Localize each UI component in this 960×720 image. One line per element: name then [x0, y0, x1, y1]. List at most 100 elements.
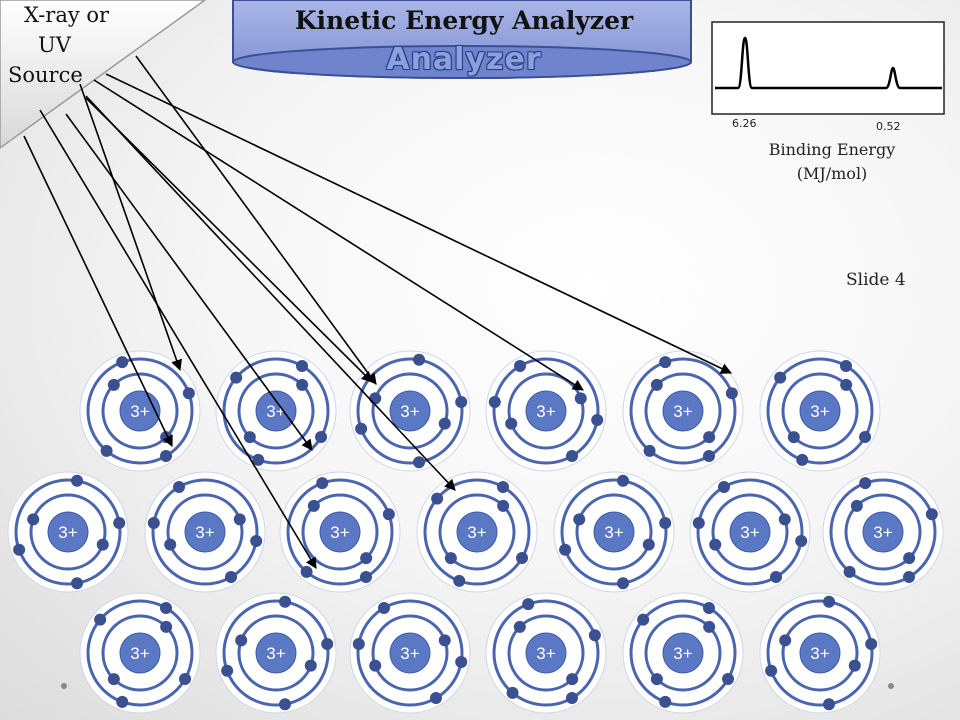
electron-outer	[843, 565, 856, 578]
arrow-0	[23, 135, 173, 448]
analyzer-subtitle: Analyzer	[386, 42, 542, 77]
electron-outer	[250, 535, 263, 548]
nucleus-charge-label: 3+	[536, 644, 555, 663]
electron-inner	[304, 659, 317, 672]
inner-orbit	[371, 614, 449, 692]
outer-orbit	[222, 599, 330, 707]
electron-outer	[488, 395, 501, 408]
electron-outer	[230, 371, 243, 384]
outer-orbit	[86, 599, 194, 707]
nucleus	[662, 632, 704, 674]
electron-outer	[903, 571, 915, 584]
electron-inner	[107, 673, 120, 686]
nucleus	[799, 390, 841, 432]
nucleus-charge-label: 3+	[130, 644, 149, 663]
inner-orbit	[237, 372, 315, 450]
electron-outer	[113, 516, 126, 529]
arrow-8	[135, 55, 377, 385]
inner-orbit	[711, 493, 789, 571]
photoelectron-arrows	[23, 55, 733, 569]
electron-inner	[703, 620, 716, 633]
inner-orbit	[29, 493, 107, 571]
electron-outer	[413, 353, 426, 366]
electron-inner	[233, 513, 246, 526]
electron-outer	[382, 508, 395, 521]
electron-inner	[27, 513, 40, 526]
electron-inner	[848, 659, 861, 672]
spectrum-plot	[711, 21, 945, 115]
electron-outer	[588, 629, 601, 642]
inner-orbit	[644, 614, 722, 692]
electron-inner	[307, 499, 320, 512]
atom-1-4: 3+	[553, 471, 675, 593]
electron-inner	[566, 673, 579, 686]
atom-1-5: 3+	[689, 471, 811, 593]
electron-outer	[360, 571, 372, 584]
electron-outer	[225, 571, 237, 584]
atom-0-1: 3+	[215, 350, 337, 472]
electron-outer	[925, 508, 938, 521]
nucleus-charge-label: 3+	[740, 523, 759, 542]
inner-orbit	[237, 614, 315, 692]
nucleus	[729, 511, 771, 553]
electron-outer	[173, 480, 185, 493]
electron-inner	[850, 499, 863, 512]
electron-inner	[574, 392, 587, 405]
electron-outer	[617, 474, 630, 487]
source-label: X-ray or UV Source	[4, 0, 124, 90]
electron-inner	[650, 673, 663, 686]
electron-inner	[642, 538, 655, 551]
electron-outer	[692, 516, 705, 529]
electron-outer	[296, 359, 308, 372]
outer-orbit	[222, 357, 330, 465]
outer-orbit	[151, 478, 259, 586]
outer-orbit	[356, 357, 464, 465]
electron-inner	[107, 378, 120, 391]
inner-orbit	[438, 493, 516, 571]
electron-outer	[71, 577, 84, 590]
binding-energy-axis-label: Binding Energy (MJ/mol)	[752, 138, 912, 186]
nucleus	[119, 632, 161, 674]
electron-outer	[617, 577, 630, 590]
electron-inner	[497, 499, 510, 512]
nucleus-charge-label: 3+	[467, 523, 486, 542]
nucleus-charge-label: 3+	[536, 402, 555, 421]
electron-inner	[160, 620, 173, 633]
electron-inner	[573, 513, 586, 526]
atom-grid: 3+3+3+3+3+3+3+3+3+3+3+3+3+3+3+3+3+3+3+	[7, 350, 944, 714]
electron-outer	[796, 453, 809, 466]
electron-outer	[770, 571, 782, 584]
electron-inner	[505, 417, 518, 430]
atom-2-2: 3+	[349, 592, 471, 714]
atom-2-1: 3+	[215, 592, 337, 714]
arrow-2	[65, 113, 313, 451]
electron-inner	[778, 513, 791, 526]
electron-outer	[221, 664, 234, 677]
arrow-4	[85, 97, 373, 383]
atom-0-4: 3+	[622, 350, 744, 472]
atom-2-3: 3+	[485, 592, 607, 714]
atom-0-3: 3+	[485, 350, 607, 472]
electron-outer	[116, 695, 129, 708]
nucleus	[525, 632, 567, 674]
nucleus	[525, 390, 567, 432]
nucleus	[255, 390, 297, 432]
electron-outer	[455, 656, 468, 669]
analyzer-title: Kinetic Energy Analyzer	[294, 6, 634, 35]
inner-orbit	[507, 372, 585, 450]
electron-outer	[116, 356, 129, 369]
electron-outer	[453, 574, 466, 587]
electron-outer	[100, 444, 113, 457]
analyzer-cylinder	[232, 0, 692, 79]
electron-outer	[522, 598, 535, 611]
electron-inner	[840, 378, 853, 391]
nucleus-charge-label: 3+	[810, 644, 829, 663]
nucleus-charge-label: 3+	[673, 402, 692, 421]
electron-inner	[369, 659, 382, 672]
electron-outer	[795, 535, 808, 548]
nucleus	[662, 390, 704, 432]
electron-outer	[160, 450, 172, 463]
binding-energy-label-line1: Binding Energy	[768, 140, 896, 159]
arrow-7	[105, 73, 733, 374]
electron-outer	[431, 492, 444, 505]
